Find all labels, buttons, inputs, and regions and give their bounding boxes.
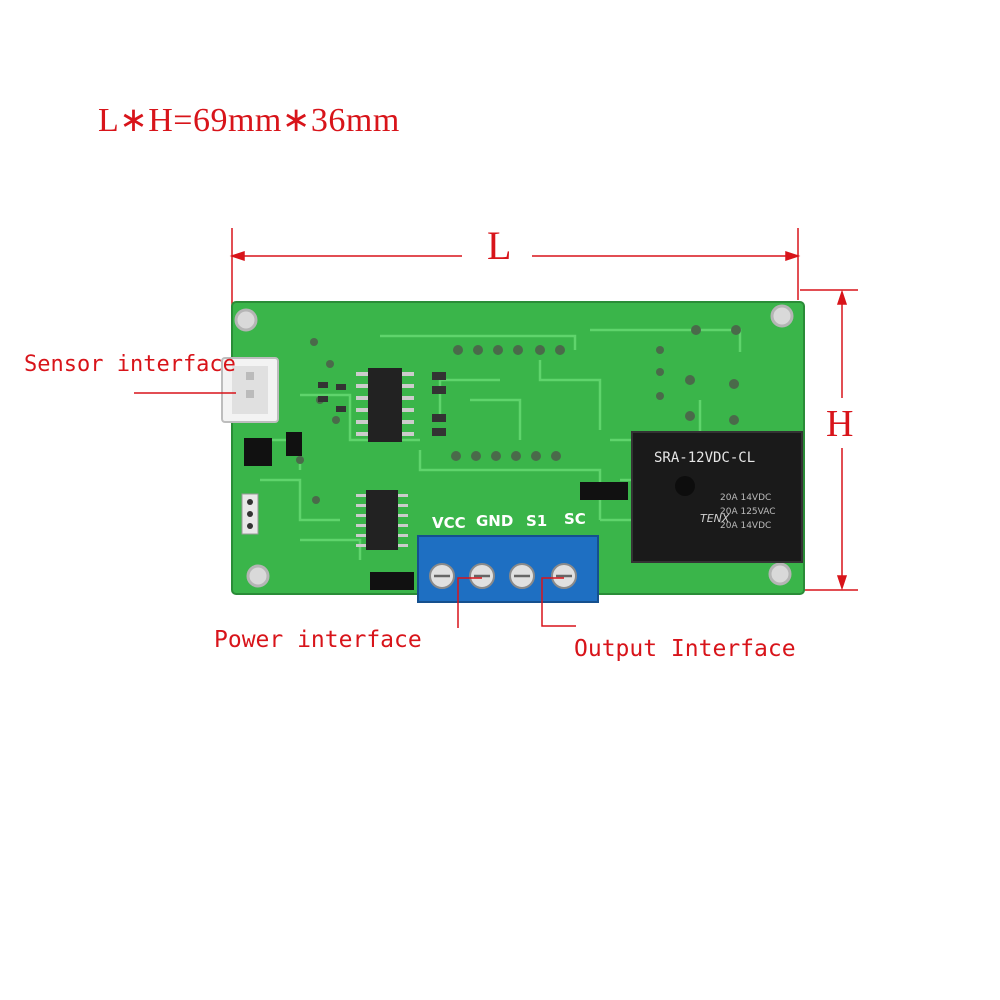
- output-interface-label: Output Interface: [574, 636, 796, 662]
- sensor-connector: [221, 357, 279, 423]
- pcb-board: [221, 301, 805, 603]
- height-dimension-line: [800, 289, 858, 591]
- terminal-label-s1: S1: [526, 512, 547, 530]
- relay-model-text: SRA-12VDC-CL: [654, 450, 755, 466]
- relay-rating-1: 20A 14VDC: [720, 493, 771, 503]
- relay-rating-3: 20A 14VDC: [720, 521, 771, 531]
- terminal-label-vcc: VCC: [432, 514, 466, 532]
- length-label: L: [487, 223, 512, 268]
- output-callout-line: [541, 577, 576, 627]
- relay-brand-text: TENX: [700, 512, 730, 525]
- terminal-block: [417, 535, 599, 603]
- dimension-title: L∗H=69mm∗36mm: [98, 102, 400, 139]
- ic-chip-lower: [356, 490, 408, 550]
- sensor-interface-label: Sensor interface: [24, 352, 236, 377]
- terminal-label-gnd: GND: [476, 512, 513, 530]
- power-callout-line: [457, 577, 482, 628]
- relay-rating-2: 20A 125VAC: [720, 507, 776, 517]
- height-label: H: [826, 403, 854, 445]
- terminal-label-sc: SC: [564, 510, 586, 528]
- relay-component: [631, 431, 803, 563]
- ic-chip-upper: [356, 368, 414, 442]
- pin-header: [241, 493, 259, 535]
- power-interface-label: Power interface: [214, 627, 422, 653]
